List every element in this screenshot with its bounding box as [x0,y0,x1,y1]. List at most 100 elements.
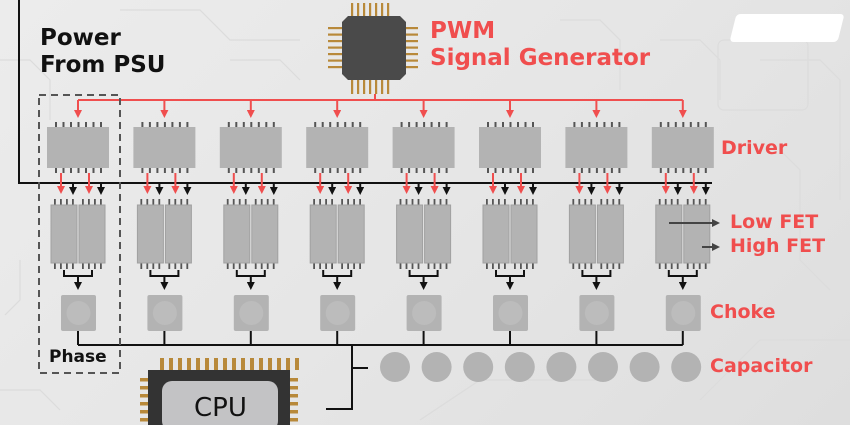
choke-coil [152,301,177,325]
fet-pin [704,199,707,205]
driver-pin [55,168,57,173]
driver-pin [227,122,230,127]
fet-pin [254,199,257,205]
pin [404,40,418,43]
fet-pin [140,263,143,269]
driver-pin [77,122,80,127]
fet-pin [486,263,488,269]
fet-pin [676,263,679,269]
bg-trace [760,59,841,200]
fet-pin [492,263,494,269]
driver-pin [314,168,317,173]
driver-pin [704,122,707,127]
fet-pin [54,199,56,205]
fet-pin [612,199,615,205]
driver-pin [359,122,362,127]
pin [328,59,342,62]
fet-pin [504,263,506,269]
pin [404,53,418,56]
driver-pin [588,168,591,173]
choke-coil [498,301,523,325]
fet-pin [94,263,96,269]
driver-pin [438,168,441,173]
fet-pin [272,199,275,205]
fet-pin [146,199,149,205]
pin [357,3,360,17]
fet-pin [427,199,430,205]
driver-pin [659,122,662,127]
fet-pin [331,263,333,269]
high-fet-label: High FET [730,235,826,257]
fet-pin [411,199,414,205]
fet-pin [439,263,442,269]
phase-label: Phase [49,347,107,367]
fet-pin [158,263,161,269]
fet-pin [405,263,408,269]
driver-pin [603,168,606,173]
driver-pin [336,168,339,173]
capacitor [546,352,577,382]
fet-pin [698,263,701,269]
fet-merge-bracket [581,270,612,277]
low-fet [655,204,683,264]
driver-pin [62,168,65,173]
fet-pin [180,199,183,205]
bg-trace [419,379,600,421]
fet-pin [520,263,522,269]
fet-pin [244,199,247,205]
driver-pin [265,122,268,127]
cpu-pin [277,358,281,370]
driver-pin [148,122,151,127]
driver-pin [502,168,504,173]
fet-pin [686,263,689,269]
cpu-pin [286,386,298,390]
driver-pin [344,168,347,173]
pin [375,80,378,94]
driver-pin [580,168,583,173]
fet-pin [658,263,661,269]
driver-pin [532,122,534,127]
fet-pin [341,199,343,205]
cpu-pin [214,358,218,370]
driver-pin [509,168,512,173]
cpu-pin [286,410,298,414]
driver-chip [306,127,369,168]
fet-pin [100,263,102,269]
driver-pin [682,168,685,173]
capacitor [421,352,452,382]
fet-merge-bracket [322,270,353,277]
fet-pin [180,263,183,269]
fet-pin [359,263,361,269]
cpu-pin [268,358,272,370]
driver-pin [235,122,238,127]
fet-pin [417,199,420,205]
driver-pin [502,122,504,127]
low-fet [568,204,596,264]
driver-pin [494,168,497,173]
driver-pin [314,122,317,127]
fet-pin [532,199,534,205]
fet-pin [439,199,442,205]
high-fet [683,204,711,264]
cpu-pin [140,386,152,390]
low-fet [136,204,164,264]
fet-pin [168,199,171,205]
fet-pin [618,199,621,205]
bg-trace [4,260,21,316]
cpu-pin [286,402,298,406]
fet-pin [186,263,189,269]
fet-pin [514,263,516,269]
fet-pin [158,199,161,205]
bg-trace [660,39,721,100]
bg-chip-outline [717,39,809,111]
driver-pin [163,168,166,173]
cpu-pin [140,378,152,382]
driver-pin [408,122,411,127]
capacitor [463,352,494,382]
driver-pin [524,168,527,173]
fet-pin [66,263,68,269]
fet-pin [445,199,448,205]
driver-pin [70,168,72,173]
driver-pin [659,168,662,173]
driver-pin [595,122,598,127]
